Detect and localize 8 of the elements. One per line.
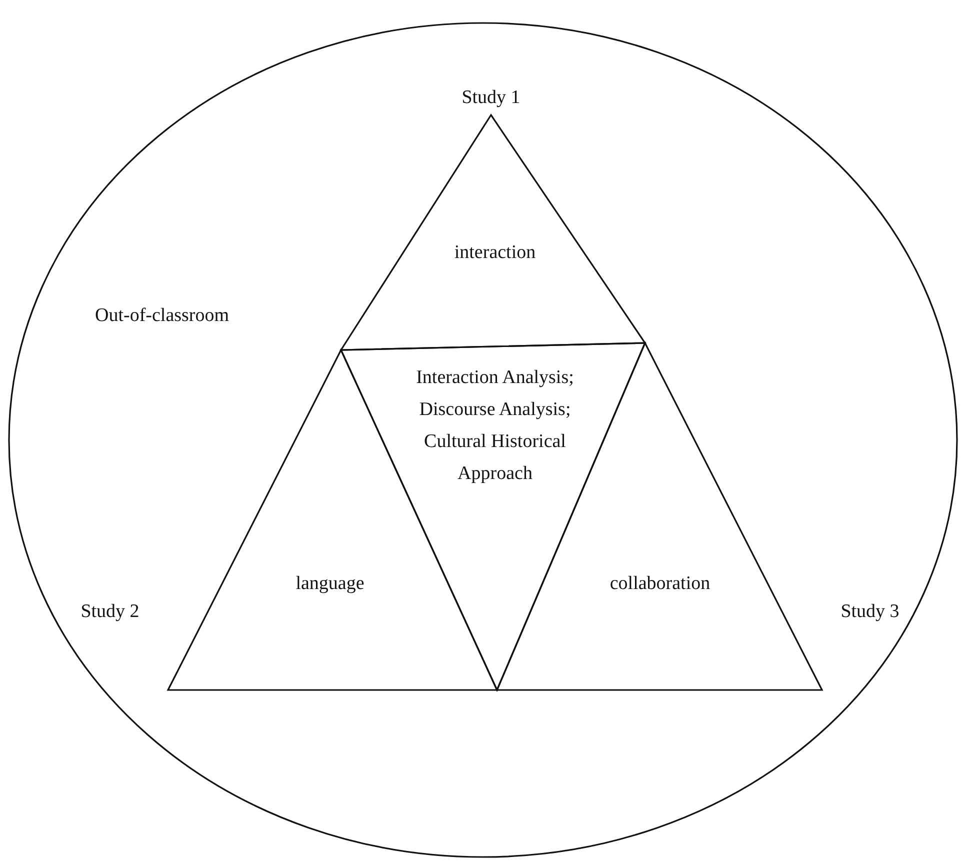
triangle-label: collaboration xyxy=(608,572,712,596)
triangle-label: Interaction Analysis; Discourse Analysis; Cultural Historical Approach xyxy=(415,366,575,486)
corner-label: Study 1 xyxy=(460,86,522,110)
triangle-label: interaction xyxy=(453,241,537,265)
corner-label: Study 3 xyxy=(840,600,900,624)
corner-label: Study 2 xyxy=(80,600,140,624)
region-label: Out-of-classroom xyxy=(95,304,230,328)
triangle-label: language xyxy=(294,572,366,596)
